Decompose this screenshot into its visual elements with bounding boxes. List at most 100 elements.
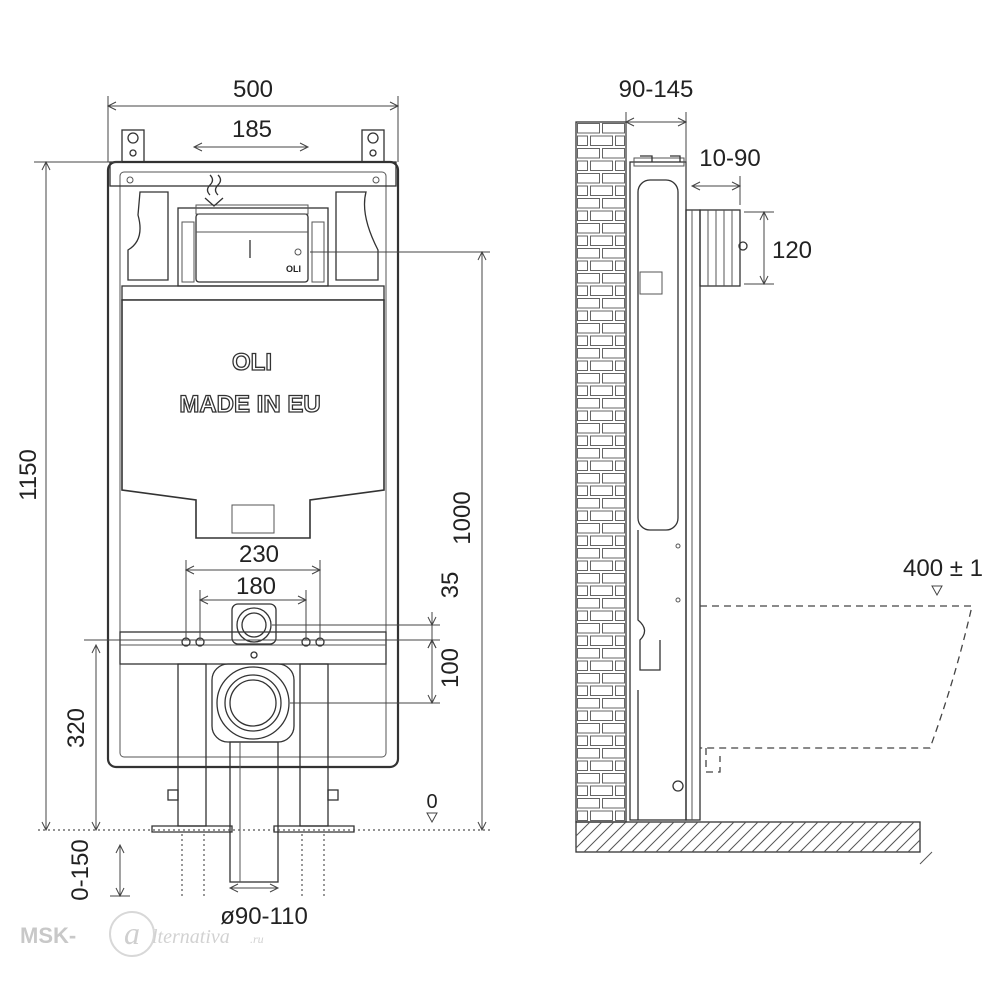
hatch-line <box>751 821 783 853</box>
brick <box>577 535 588 546</box>
side-dimensions: 90-145 10-90 120 400 ± 1 <box>619 76 983 597</box>
brick <box>577 185 588 196</box>
brick <box>602 773 625 784</box>
brick <box>577 748 600 759</box>
hatch-line <box>895 827 921 853</box>
brick <box>615 760 625 771</box>
hatch-line <box>667 821 699 853</box>
brick <box>590 710 613 721</box>
brick <box>615 435 625 446</box>
brick <box>615 535 625 546</box>
brick <box>577 273 600 284</box>
brick <box>590 485 613 496</box>
brick <box>602 498 625 509</box>
brick <box>602 548 625 559</box>
brick <box>615 685 625 696</box>
hatch-line <box>619 821 651 853</box>
hatch-line <box>631 821 663 853</box>
hatch-line <box>583 821 615 853</box>
brick <box>590 635 613 646</box>
brick <box>577 710 588 721</box>
brick <box>602 198 625 209</box>
brick <box>615 410 625 421</box>
brick <box>590 560 613 571</box>
brick <box>577 385 588 396</box>
brick <box>590 185 613 196</box>
brick <box>590 135 613 146</box>
brick <box>590 610 613 621</box>
brick <box>615 710 625 721</box>
brick <box>577 348 600 359</box>
brick <box>615 585 625 596</box>
hatch-line <box>823 821 855 853</box>
hatch-line <box>575 821 591 837</box>
brick <box>577 760 588 771</box>
brick <box>590 160 613 171</box>
brick <box>602 223 625 234</box>
brick <box>577 798 600 809</box>
dim-outlet-spacing: 230 <box>239 541 279 568</box>
svg-text:lternativa: lternativa <box>152 926 230 948</box>
brick <box>615 610 625 621</box>
brick <box>577 635 588 646</box>
left-wall-bracket <box>121 129 145 163</box>
brick <box>615 485 625 496</box>
brick <box>577 810 588 821</box>
hatch-line <box>763 821 795 853</box>
dim-leg-extension: 0-150 <box>67 839 94 900</box>
brick <box>590 435 613 446</box>
brick <box>602 273 625 284</box>
brick <box>590 685 613 696</box>
watermark-logo: MSK- a lternativa .ru <box>20 911 264 957</box>
svg-text:MSK-: MSK- <box>20 923 76 948</box>
brick <box>602 448 625 459</box>
brick <box>590 235 613 246</box>
brick <box>590 410 613 421</box>
dim-floor-level: 0 <box>426 791 437 813</box>
brick <box>577 335 588 346</box>
hatch-line <box>575 821 603 849</box>
brick <box>615 185 625 196</box>
svg-text:.ru: .ru <box>250 932 264 946</box>
brick <box>602 298 625 309</box>
brick <box>602 623 625 634</box>
dim-overall-height: 1150 <box>15 449 42 501</box>
brick <box>602 723 625 734</box>
brick <box>577 248 600 259</box>
brick <box>602 673 625 684</box>
brick <box>577 598 600 609</box>
dim-connection-height: 120 <box>772 237 812 264</box>
brick <box>615 360 625 371</box>
brick <box>615 810 625 821</box>
brick <box>602 598 625 609</box>
brick <box>590 785 613 796</box>
brick <box>615 785 625 796</box>
brick <box>577 460 588 471</box>
brick <box>590 210 613 221</box>
brick <box>577 123 600 134</box>
brick-wall <box>577 123 625 821</box>
dim-stud-spacing: 180 <box>236 573 276 600</box>
brick <box>577 560 588 571</box>
dim-overall-width: 500 <box>233 76 273 103</box>
floor-section <box>575 821 933 865</box>
brick <box>577 135 588 146</box>
brick <box>577 585 588 596</box>
hatch-line <box>799 821 831 853</box>
hatch-line <box>907 839 921 853</box>
valve-brand-label: OLI <box>286 264 301 274</box>
brick <box>602 698 625 709</box>
brick <box>590 335 613 346</box>
brick <box>577 610 588 621</box>
toilet-bowl-outline <box>700 605 973 749</box>
brick <box>577 673 600 684</box>
brick <box>577 398 600 409</box>
brick <box>590 360 613 371</box>
brick <box>590 260 613 271</box>
brick <box>615 335 625 346</box>
hatch-line <box>859 821 891 853</box>
brick <box>577 310 588 321</box>
brick <box>615 385 625 396</box>
brick <box>602 423 625 434</box>
brick <box>577 160 588 171</box>
